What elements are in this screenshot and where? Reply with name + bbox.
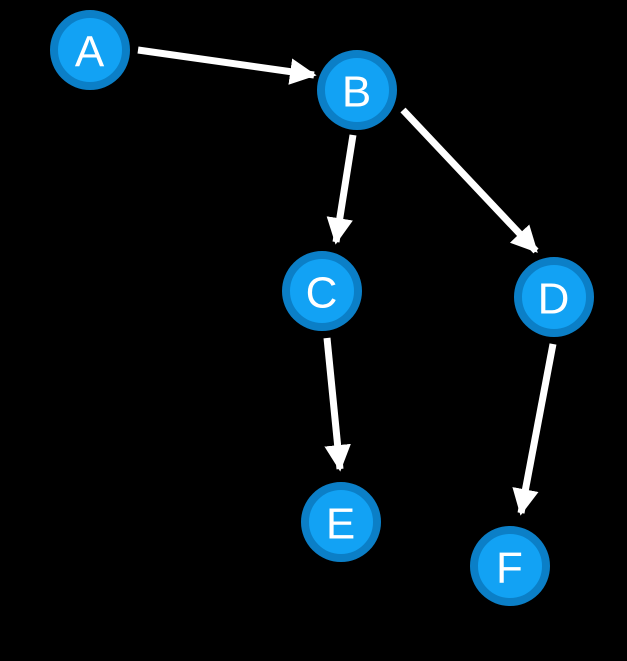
node-label: E (326, 500, 356, 549)
node-D[interactable]: D (514, 257, 594, 337)
node-label: B (342, 68, 372, 117)
edge-B-C (326, 134, 357, 245)
node-circle (470, 526, 550, 606)
node-circle (282, 251, 362, 331)
node-A[interactable]: A (50, 10, 130, 90)
node-F[interactable]: F (470, 526, 550, 606)
node-circle (514, 257, 594, 337)
node-C[interactable]: C (282, 251, 362, 331)
node-B[interactable]: B (317, 50, 397, 130)
node-label: F (496, 544, 524, 593)
node-circle (317, 50, 397, 130)
edge-D-F (512, 343, 557, 516)
node-label: C (306, 269, 339, 318)
edges-layer (137, 46, 557, 516)
node-circle (301, 482, 381, 562)
node-circle (50, 10, 130, 90)
node-label: A (75, 28, 105, 77)
edge-A-B (137, 46, 317, 85)
node-label: D (538, 275, 571, 324)
node-E[interactable]: E (301, 482, 381, 562)
nodes-layer: A B C D E F (50, 10, 594, 606)
edge-B-D (400, 107, 539, 254)
edge-C-E (323, 337, 351, 472)
